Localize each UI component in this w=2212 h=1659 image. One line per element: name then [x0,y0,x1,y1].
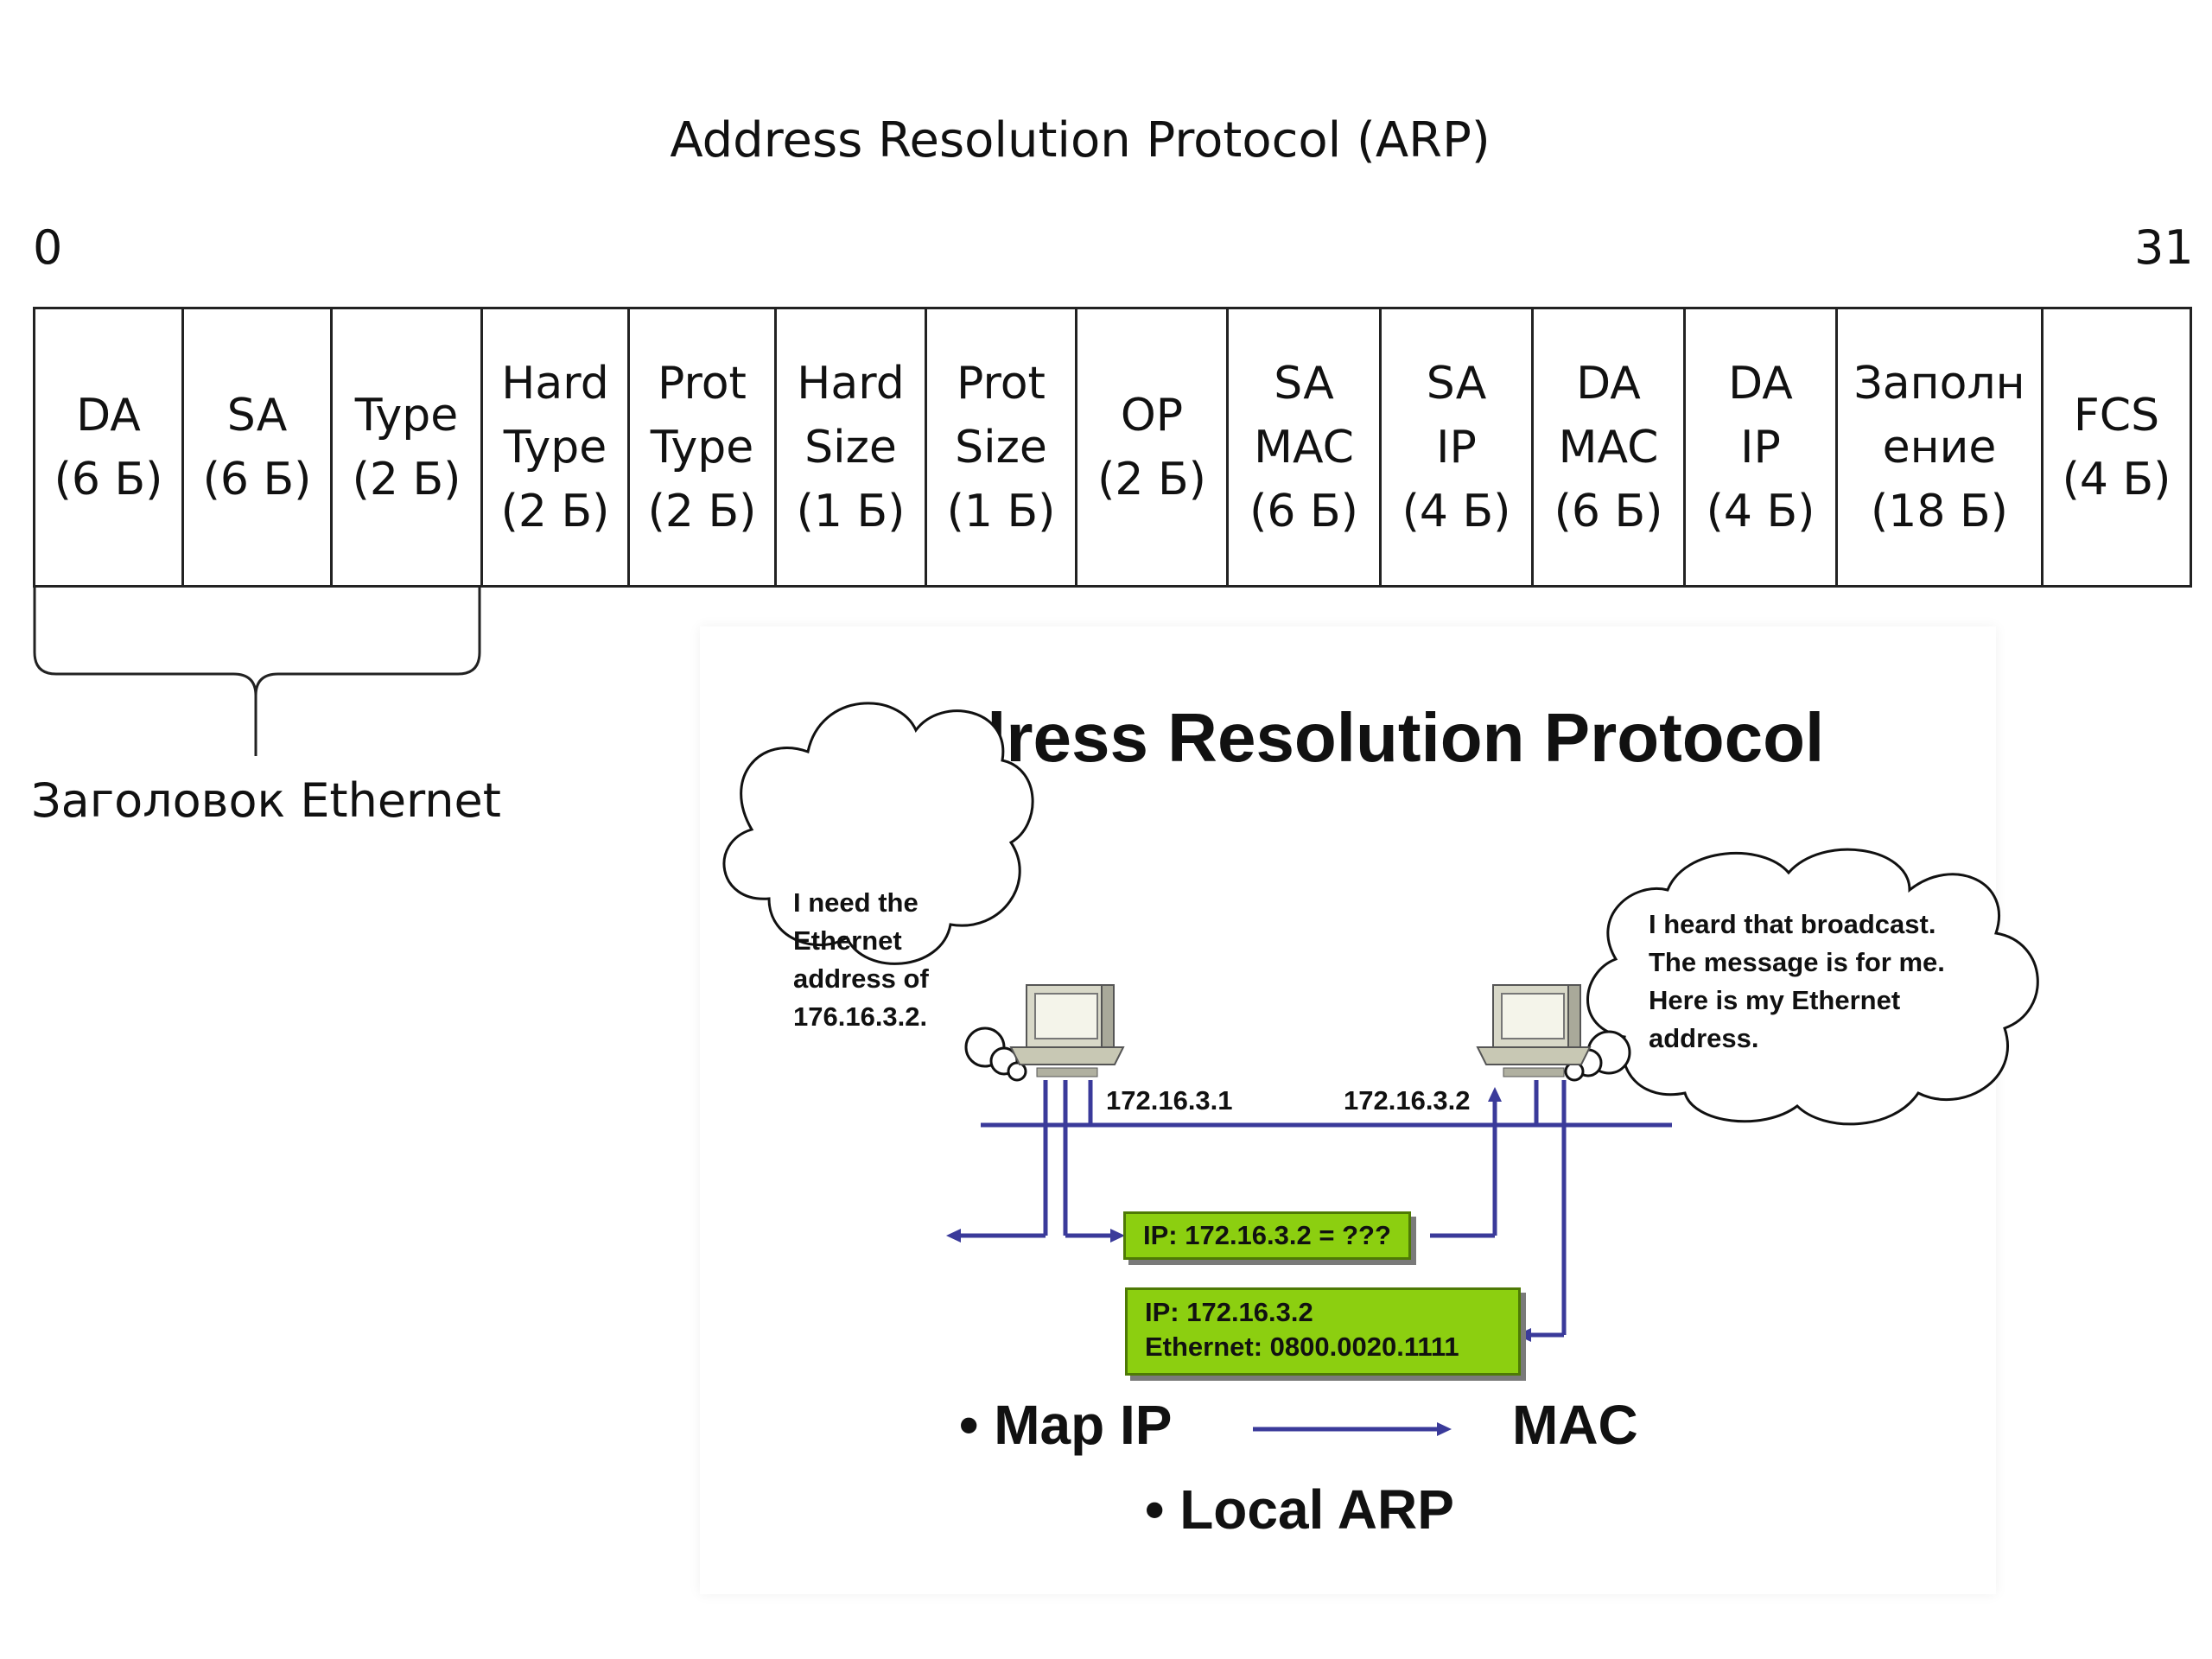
field-da: DA(6 Б) [33,307,184,588]
page-title: Address Resolution Protocol (ARP) [670,112,1491,168]
left-cloud-text: I need the Ethernet address of 176.16.3.… [793,887,929,1032]
bullet-map-ip: • Map IP [959,1394,1173,1456]
figure-title: Address Resolution Protocol [871,699,1825,776]
arp-request-box: IP: 172.16.3.2 = ??? [1123,1211,1411,1260]
left-host-ip: 172.16.3.1 [1106,1085,1233,1116]
left-computer-icon [1009,984,1125,1077]
right-thought-cloud [1564,848,2039,1126]
right-host-ip: 172.16.3.2 [1344,1085,1471,1116]
bit-end-label: 31 [2134,220,2194,275]
arrow-heads [946,1087,1531,1436]
field-fcs: FCS(4 Б) [2041,307,2192,588]
left-thought-cloud [722,702,1034,1082]
bullet-mac: MAC [1512,1394,1638,1456]
bit-start-label: 0 [33,220,63,275]
right-cloud-text: I heard that broadcast. The message is f… [1649,909,1945,1053]
arp-reply-box: IP: 172.16.3.2 Ethernet: 0800.0020.1111 [1125,1287,1521,1376]
bullet-local-arp: • Local ARP [1145,1478,1454,1541]
field-op: OP(2 Б) [1075,307,1229,588]
field-type: Type(2 Б) [330,307,483,588]
ethernet-header-label: Заголовок Ethernet [31,773,501,828]
network-lines [955,1080,1672,1432]
field-sa: SA(6 Б) [181,307,333,588]
right-computer-icon [1476,984,1592,1077]
